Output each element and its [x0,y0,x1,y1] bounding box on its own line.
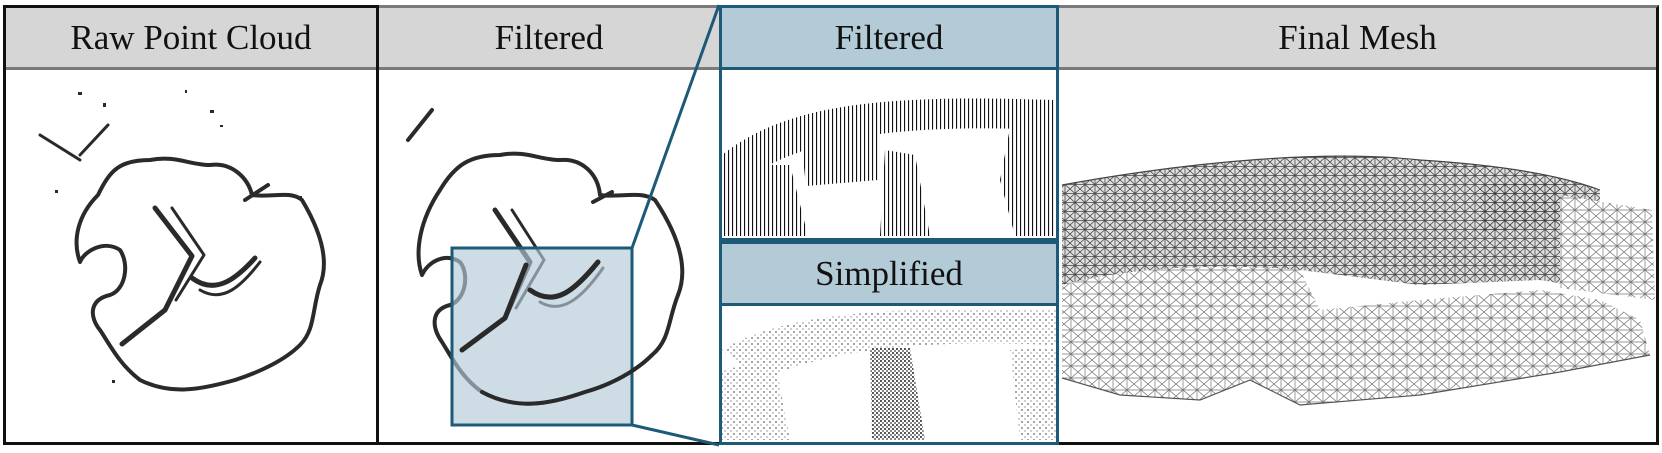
raw-point-cloud-header: Raw Point Cloud [6,8,376,70]
zoom-filtered-title: Filtered [834,17,944,57]
final-mesh-title: Final Mesh [1278,17,1437,57]
highlighted-structure [459,259,654,406]
zoom-simplified-drawing [722,308,1056,440]
final-mesh-drawing [1061,155,1655,406]
final-mesh-header: Final Mesh [1059,8,1656,70]
zoom-simplified-header: Simplified [722,244,1056,306]
zoom-connector-top [630,4,721,249]
zoom-simplified-title: Simplified [815,253,963,293]
raw-point-cloud-title: Raw Point Cloud [70,17,312,57]
zoom-filtered-drawing [722,98,1056,236]
filtered-title: Filtered [494,17,604,57]
zoom-filtered-header: Filtered [722,8,1056,70]
zoom-connector-bottom [631,423,720,447]
filtered-header: Filtered [379,8,719,70]
raw-point-cloud-drawing [38,90,326,392]
